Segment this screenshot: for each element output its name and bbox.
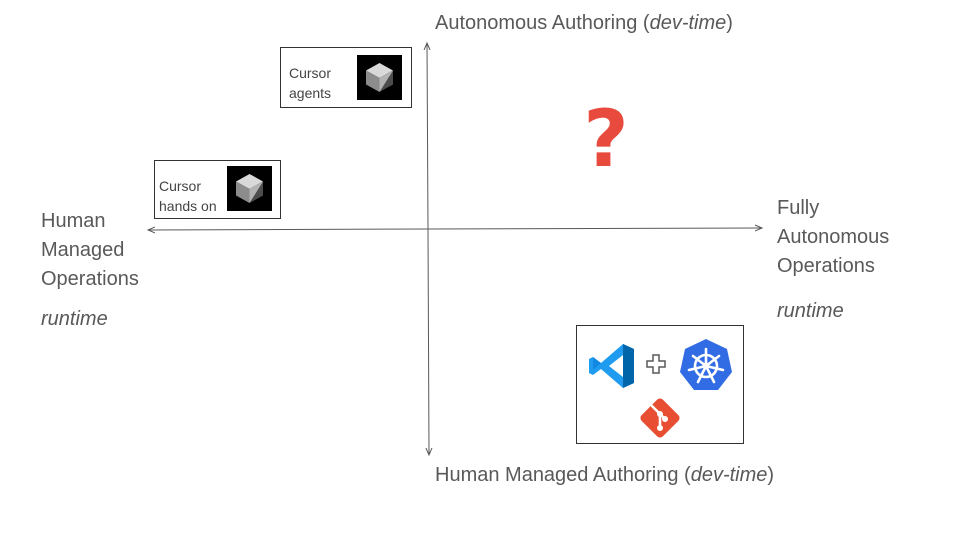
cursor-agents-label: Cursor agents xyxy=(289,65,332,101)
bottom-axis-label: Human Managed Authoring (dev-time) xyxy=(435,464,775,486)
plus-icon xyxy=(646,354,666,374)
toolchain-card xyxy=(576,325,744,444)
left-axis-label: Human Managed Operations runtime xyxy=(41,210,139,330)
horizontal-axis xyxy=(427,228,762,229)
cursor-icon xyxy=(357,55,402,100)
cursor-hands-on-label: Cursor hands on xyxy=(159,178,217,214)
vscode-icon xyxy=(589,344,634,388)
cursor-icon xyxy=(227,166,272,211)
cursor-hands-on-card: Cursor hands on xyxy=(154,160,281,219)
vertical-axis xyxy=(427,43,428,230)
question-mark-icon: ? xyxy=(583,95,629,185)
cursor-agents-card: Cursor agents xyxy=(280,47,412,108)
top-axis-label: Autonomous Authoring (dev-time) xyxy=(435,12,733,34)
git-icon xyxy=(640,398,680,438)
right-axis-label: Fully Autonomous Operations runtime xyxy=(777,197,890,322)
kubernetes-icon xyxy=(680,339,732,390)
